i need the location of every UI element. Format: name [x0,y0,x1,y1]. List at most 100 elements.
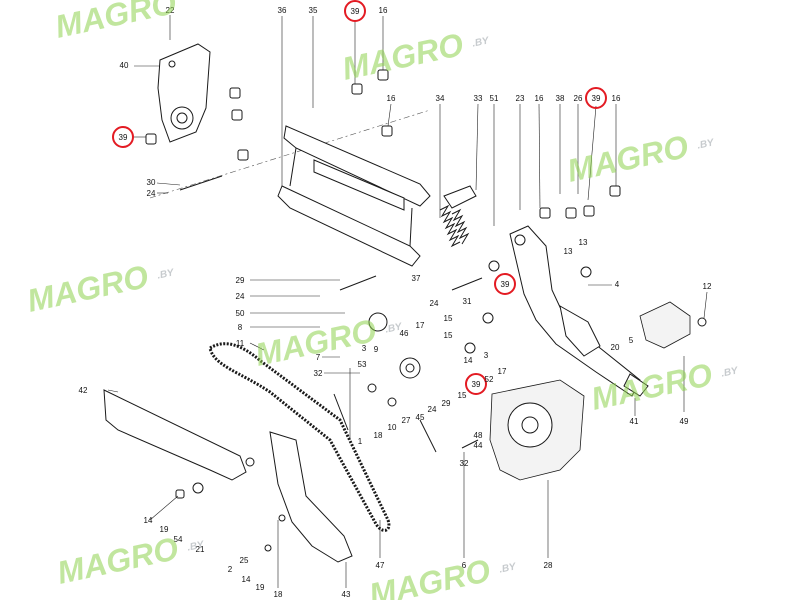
callout-17: 17 [498,367,507,376]
bushing [145,133,157,145]
bushing [229,87,241,99]
highlight-ring [494,273,516,295]
callout-24: 24 [147,189,156,198]
svg-text:.BY: .BY [156,267,176,282]
callout-40: 40 [120,61,129,70]
svg-text:MAGRO: MAGRO [52,0,180,45]
lower-plate [269,431,353,563]
callout-15: 15 [458,391,467,400]
callout-46: 46 [400,329,409,338]
nut [351,83,363,95]
callout-39: 39 [501,280,510,289]
svg-text:.BY: .BY [471,35,491,50]
watermark-logo: MAGRO [52,0,180,45]
pin [339,275,377,291]
callout-12: 12 [703,282,712,291]
washer [387,397,397,407]
callout-20: 20 [611,343,620,352]
tension-spring [439,204,461,248]
callout-49: 49 [680,417,689,426]
callout-53: 53 [358,360,367,369]
washer [697,317,707,327]
callout-43: 43 [342,590,351,599]
svg-text:.BY: .BY [720,365,740,380]
watermark-logo: MAGRO .BY [366,552,518,600]
callout-28: 28 [544,561,553,570]
callout-52: 52 [485,375,494,384]
callout-50: 50 [236,309,245,318]
callout-29: 29 [442,399,451,408]
part-shapes [103,43,707,563]
highlight-ring [585,87,607,109]
svg-text:.BY: .BY [498,561,518,576]
callout-22: 22 [166,6,175,15]
pedal-link [559,305,601,357]
callout-35: 35 [309,6,318,15]
callout-9: 9 [374,345,379,354]
chain-guard [103,389,247,481]
callout-16: 16 [379,6,388,15]
callout-33: 33 [474,94,483,103]
callout-32: 32 [314,369,323,378]
idler-disc [368,312,388,332]
callout-19: 19 [160,525,169,534]
callout-48: 48 [474,431,483,440]
bushing [237,149,249,161]
callout-29: 29 [236,276,245,285]
arm-pivot [514,234,526,246]
callout-39: 39 [592,94,601,103]
washer [245,457,255,467]
gearbox-hub [521,416,539,434]
callout-13: 13 [579,238,588,247]
callout-7: 7 [316,353,321,362]
callout-19: 19 [256,583,265,592]
svg-text:MAGRO: MAGRO [366,552,494,600]
callout-16: 16 [387,94,396,103]
bracket-hub [176,112,188,124]
washer [464,342,476,354]
watermark-logo: MAGRO .BY [24,258,176,319]
long-pin [179,175,223,191]
washer [482,312,494,324]
nut [539,207,551,219]
callout-5: 5 [629,336,634,345]
washer [264,544,272,552]
callout-23: 23 [516,94,525,103]
arm-link [289,147,297,187]
clamp [623,373,649,397]
svg-text:MAGRO: MAGRO [54,530,182,591]
washer [192,482,204,494]
bolt [461,439,479,449]
highlight-ring [112,126,134,148]
tension-spring [451,208,470,245]
callout-51: 51 [490,94,499,103]
callout-25: 25 [240,556,249,565]
callout-6: 6 [462,561,467,570]
callout-54: 54 [174,535,183,544]
callout-27: 27 [402,416,411,425]
spring-bracket [443,185,477,209]
bolt [419,419,437,453]
callout-36: 36 [278,6,287,15]
callout-17: 17 [416,321,425,330]
right-bracket [639,301,691,349]
bracket-hole [168,60,176,68]
callout-24: 24 [236,292,245,301]
callout-18: 18 [374,431,383,440]
callout-11: 11 [236,339,245,348]
callout-3: 3 [484,351,489,360]
callout-18: 18 [274,590,283,599]
watermark-logo: MAGRO .BY [54,530,206,591]
svg-text:MAGRO: MAGRO [564,128,692,189]
callout-45: 45 [416,413,425,422]
callout-26: 26 [574,94,583,103]
callout-14: 14 [144,516,153,525]
arm-link [409,207,413,247]
callout-3: 3 [362,344,367,353]
callout-30: 30 [147,178,156,187]
callout-labels: 22 40 39 30 24 36 35 39 16 16 34 33 51 2… [79,6,712,599]
callout-39: 39 [472,380,481,389]
leader-lines [107,15,708,588]
